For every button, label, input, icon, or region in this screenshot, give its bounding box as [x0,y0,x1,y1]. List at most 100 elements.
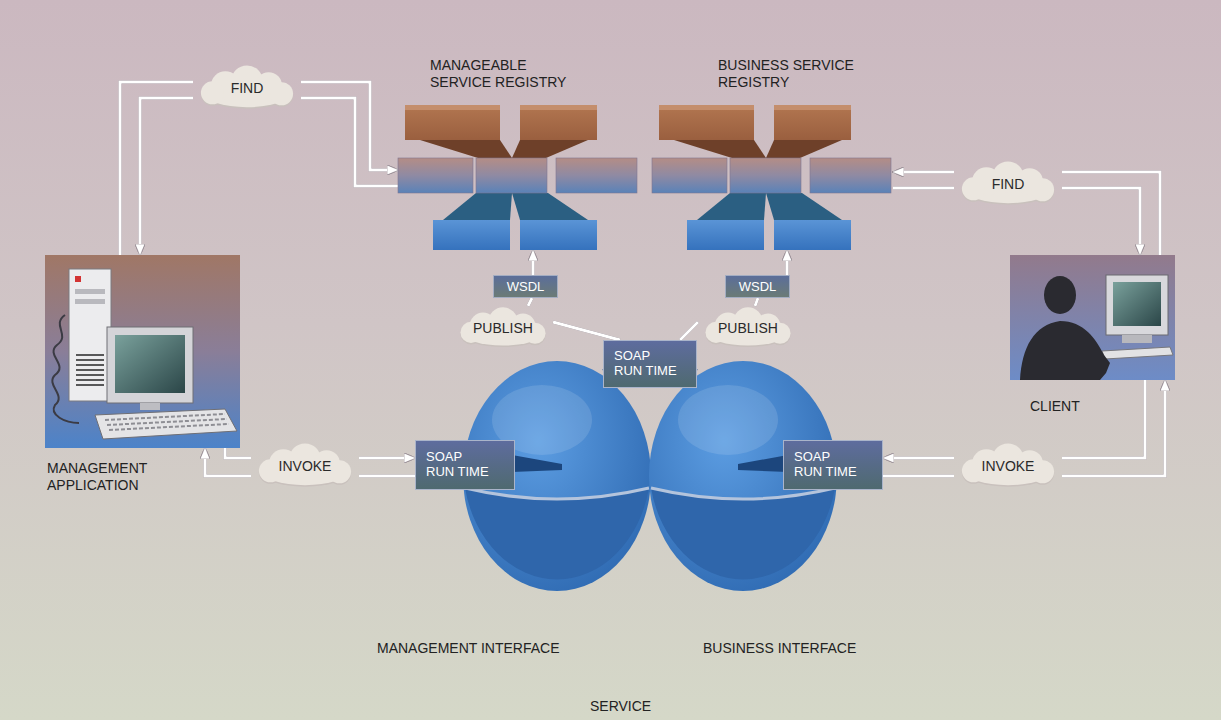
diagram-label: SERVICE [590,698,651,714]
vent-slot [76,379,104,381]
block-highlight [405,105,500,110]
cloud-shape [962,161,1054,204]
person-head [1044,276,1076,314]
keyboard-keys [105,414,225,420]
sphere-shape [649,361,837,591]
drive-bay [75,299,105,304]
soap-runtime-box: SOAP RUN TIME [783,440,883,490]
vent-slot [76,364,104,366]
action-cloud: PUBLISH [698,306,798,350]
power-button [75,276,81,282]
sphere-lower-part [651,488,835,579]
registry-connector [766,140,842,158]
registry-blocks [652,105,891,250]
flow-arrow [893,187,954,190]
cloud-puff [992,161,1024,193]
block-highlight [659,105,754,110]
service-registry: MANAGEABLE SERVICE REGISTRY [398,105,637,250]
wsdl-box: WSDL [493,275,558,298]
registry-bottom-block [433,220,510,250]
monitor-screen [1113,282,1161,326]
flow-arrow [786,250,789,275]
vent-slot [76,354,104,356]
box-label: SOAP RUN TIME [426,450,492,480]
cloud-puff [259,459,282,482]
flow-arrow [1062,380,1165,476]
service-registry-shape [652,105,893,250]
client-workstation-shape [1010,255,1175,380]
cloud-shape [259,443,351,486]
registry-bottom-block [687,220,764,250]
sphere-channel [602,362,650,380]
node-caption: BUSINESS SERVICE REGISTRY [718,57,868,91]
management-application-shape [45,255,240,448]
node-caption: MANAGEMENT INTERFACE [377,640,560,657]
cloud-shape [460,307,545,347]
computer-illustration [45,255,240,448]
box-label: FIND [231,80,264,97]
flow-arrow [528,298,532,306]
wsdl-box: WSDL [725,275,790,298]
vent-slot [76,369,104,371]
action-cloud: FIND [954,160,1062,208]
node-caption: MANAGEMENT APPLICATION [47,460,177,494]
registry-band-segment [652,158,727,193]
cloud-puff [962,459,985,482]
registry-bottom-block [520,220,597,250]
monitor-stand [140,403,160,410]
box-label: WSDL [507,279,545,295]
flow-arrow [205,448,251,476]
registry-band-segment [476,158,547,193]
sphere-shape [463,361,651,591]
registry-band-segment [556,158,637,193]
sphere-gap [651,488,835,499]
flow-arrow [532,250,535,275]
flow-arrow [755,298,758,306]
box-label: WSDL [739,279,777,295]
monitor-screen [115,335,185,393]
action-cloud: FIND [193,64,301,112]
flow-arrow [883,457,954,460]
registry-connector [420,140,512,158]
client-illustration [1010,255,1175,380]
registry-top-block [774,105,851,140]
flow-arrow [140,98,193,255]
drive-bay [75,289,105,294]
action-cloud: PUBLISH [453,306,553,350]
action-cloud: INVOKE [251,442,359,490]
box-label: FIND [992,176,1025,193]
registry-top-block [659,105,754,140]
monitor-stand [1122,335,1152,343]
node-caption: BUSINESS INTERFACE [703,640,856,657]
sphere-body [463,361,651,591]
registry-bottom-block [774,220,851,250]
cloud-puff [270,82,293,105]
flow-arrow [301,82,398,170]
block-highlight [520,105,597,110]
flow-arrow [120,82,193,255]
vent-slot [76,374,104,376]
box-label: INVOKE [279,458,332,475]
cloud-shape [201,65,293,108]
node-caption: MANAGEABLE SERVICE REGISTRY [430,57,580,91]
person-body [1020,321,1110,380]
monitor [1106,275,1168,335]
sphere-channel [738,455,788,472]
cloud-puff [962,177,985,200]
vent-slot [76,384,104,386]
registry-connector [512,193,588,220]
client-workstation: CLIENT [1010,255,1175,380]
registry-band-segment [398,158,473,193]
flow-arrow [553,322,620,340]
keyboard-keys [107,419,227,425]
cloud-shape [705,307,790,347]
soap-runtime-box: SOAP RUN TIME [603,340,697,388]
flow-arrow [301,98,398,186]
node-caption: CLIENT [1030,398,1080,415]
flow-arrow [359,457,415,460]
connector-group [120,82,1165,476]
service-registry: BUSINESS SERVICE REGISTRY [652,105,893,250]
block-highlight [774,105,851,110]
registry-band-segment [810,158,891,193]
